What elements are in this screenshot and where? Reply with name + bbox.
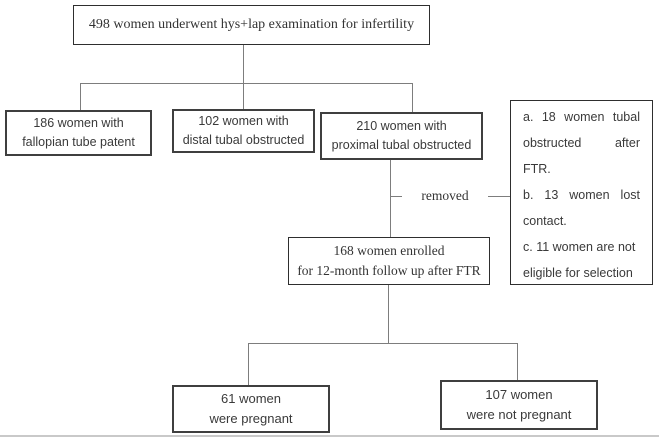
connector-stub-pregnant: [248, 344, 249, 385]
node-pregnant-line2: were pregnant: [209, 411, 293, 426]
connector-branch-1-horizontal: [80, 83, 413, 84]
node-enrolled-line1: 168 women enrolled: [333, 243, 445, 258]
node-fallopian-patent: 186 women with fallopian tube patent: [5, 110, 152, 156]
connector-stub-proximal: [412, 84, 413, 112]
node-not-pregnant-line1: 107 women: [485, 387, 553, 402]
connector-stub-not-pregnant: [517, 344, 518, 380]
connector-stub-distal: [243, 84, 244, 109]
connector-top-vertical: [243, 45, 244, 83]
node-total-text: 498 women underwent hys+lap examination …: [88, 17, 415, 32]
node-proximal-line2: proximal tubal obstructed: [331, 138, 472, 152]
removed-label-text: removed: [421, 188, 469, 203]
removed-reason-line: a. 18 women tubal: [523, 110, 640, 124]
node-pregnant: 61 women were pregnant: [172, 385, 330, 433]
node-enrolled-followup: 168 women enrolled for 12-month follow u…: [288, 237, 490, 285]
removed-reason-line: c. 11 women are not: [523, 240, 636, 254]
connector-stub-patent: [80, 84, 81, 110]
node-distal-obstructed: 102 women with distal tubal obstructed: [172, 109, 315, 153]
node-proximal-line1: 210 women with: [356, 119, 447, 133]
removed-reason-line: b. 13 women lost: [523, 188, 640, 202]
removed-reason-line: eligible for selection: [523, 266, 633, 280]
removed-reason-line: FTR.: [523, 162, 551, 176]
removed-reason-line: obstructed after: [523, 136, 640, 150]
node-patent-line2: fallopian tube patent: [22, 135, 135, 149]
removed-reason-line: contact.: [523, 214, 567, 228]
node-proximal-obstructed: 210 women with proximal tubal obstructed: [320, 112, 483, 160]
removed-label: removed: [402, 187, 488, 205]
node-patent-line1: 186 women with: [33, 116, 124, 130]
node-removed-reasons: a. 18 women tubal obstructed after FTR. …: [510, 100, 653, 285]
connector-proximal-to-enrolled: [390, 160, 391, 237]
node-pregnant-line1: 61 women: [221, 391, 281, 406]
node-distal-line1: 102 women with: [198, 114, 289, 128]
connector-enrolled-vertical: [388, 285, 389, 343]
node-distal-line2: distal tubal obstructed: [182, 133, 305, 147]
node-not-pregnant-line2: were not pregnant: [466, 407, 572, 422]
connector-branch-2-horizontal: [248, 343, 518, 344]
node-total-examined: 498 women underwent hys+lap examination …: [73, 5, 430, 45]
node-enrolled-line2: for 12-month follow up after FTR: [297, 263, 481, 278]
node-not-pregnant: 107 women were not pregnant: [440, 380, 598, 430]
figure-bottom-rule: [0, 435, 659, 437]
